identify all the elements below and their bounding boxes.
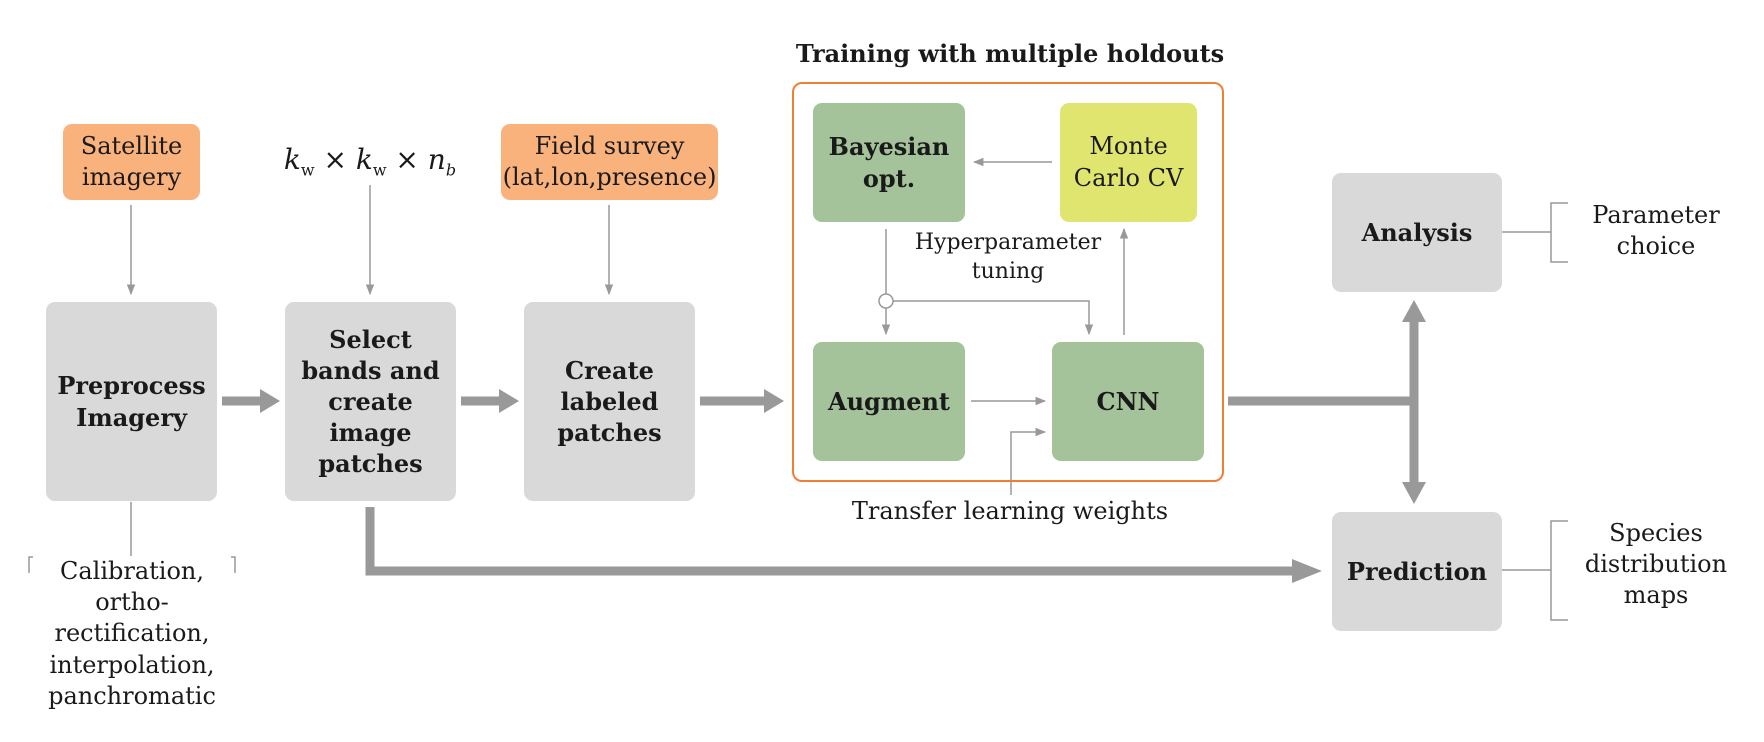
arrowhead-1 <box>260 389 280 413</box>
field-survey-label: Field survey (lat,lon,presence) <box>502 131 717 191</box>
calibration-label: Calibration, ortho-rectification, interp… <box>33 556 231 712</box>
cnn-box: CNN <box>1052 342 1204 461</box>
bayesian-opt-label: Bayesian opt. <box>828 132 950 193</box>
species-distribution-maps-label: Species distribution maps <box>1584 519 1728 610</box>
arrowhead-bypass <box>1292 559 1322 583</box>
cnn-label: CNN <box>1096 386 1160 416</box>
arrowhead-prediction <box>1402 482 1426 504</box>
arrow-select-to-prediction <box>365 507 1296 576</box>
training-title: Training with multiple holdouts <box>795 39 1225 68</box>
analysis-box: Analysis <box>1332 173 1502 292</box>
bayesian-opt-box: Bayesian opt. <box>813 103 965 222</box>
species-bracket <box>1550 520 1568 621</box>
parameter-choice-label: Parameter choice <box>1592 201 1720 261</box>
create-patches-label: Create labeled patches <box>557 355 662 448</box>
parameter-bracket <box>1550 202 1568 263</box>
monte-carlo-cv-box: Monte Carlo CV <box>1060 103 1197 222</box>
preprocess-imagery-box: Preprocess Imagery <box>46 302 217 501</box>
arrowhead-analysis <box>1402 300 1426 322</box>
arrow-split-to-cnn <box>893 300 1094 336</box>
monte-carlo-cv-label: Monte Carlo CV <box>1073 132 1184 192</box>
analysis-label: Analysis <box>1361 217 1473 247</box>
create-patches-box: Create labeled patches <box>524 302 695 501</box>
arrow-transfer-to-cnn <box>1010 427 1047 495</box>
satellite-imagery-box: Satellite imagery <box>63 124 200 200</box>
augment-label: Augment <box>827 386 951 416</box>
select-bands-box: Select bands and create image patches <box>285 302 456 501</box>
kernel-size-formula: kw × kw × nb <box>283 143 457 180</box>
prediction-box: Prediction <box>1332 512 1502 631</box>
training-frame <box>792 82 1224 482</box>
select-bands-label: Select bands and create image patches <box>301 324 440 479</box>
preprocess-imagery-label: Preprocess Imagery <box>57 371 206 432</box>
transfer-learning-label: Transfer learning weights <box>851 497 1169 525</box>
field-survey-box: Field survey (lat,lon,presence) <box>501 124 718 200</box>
satellite-imagery-label: Satellite imagery <box>80 131 183 191</box>
arrowhead-3 <box>764 389 784 413</box>
arrowhead-2 <box>499 389 519 413</box>
hyperparameter-tuning-label: Hyperparameter tuning <box>905 229 1111 287</box>
prediction-label: Prediction <box>1346 556 1488 586</box>
augment-box: Augment <box>813 342 965 461</box>
